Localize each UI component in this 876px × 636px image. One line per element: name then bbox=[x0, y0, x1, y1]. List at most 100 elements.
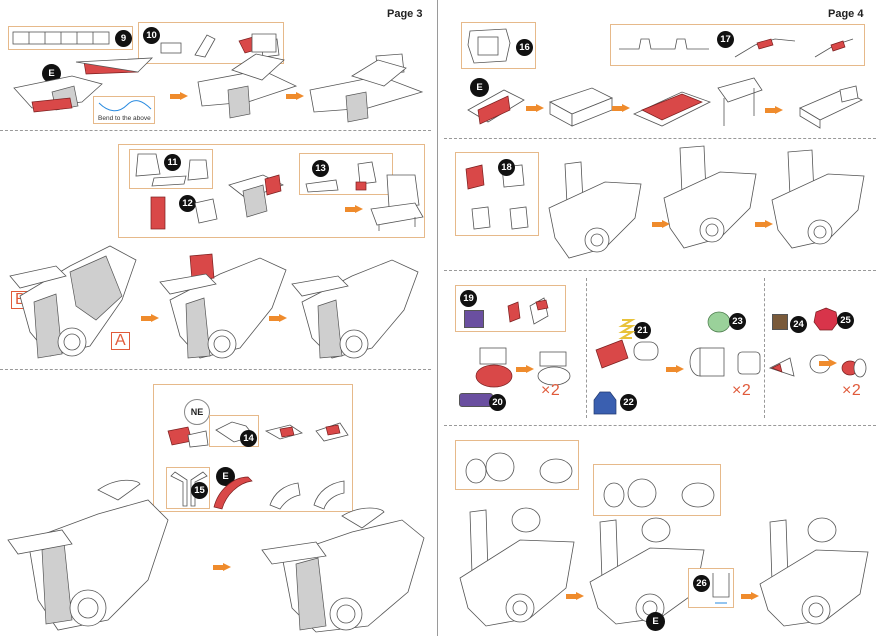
step-arrow bbox=[213, 563, 231, 572]
step-18-number: 18 bbox=[498, 159, 515, 176]
bend-curve-illustration bbox=[98, 100, 152, 112]
seat-part-illustration bbox=[135, 153, 209, 187]
quantity-multiplier: ×2 bbox=[732, 382, 752, 399]
step-9-box: 9 bbox=[8, 26, 133, 50]
yellow-spring-illustration bbox=[618, 319, 636, 339]
step-arrow bbox=[269, 314, 287, 323]
page-3-label: Page 3 bbox=[387, 8, 423, 20]
step-22-number: 22 bbox=[620, 394, 637, 411]
engine-step-box bbox=[593, 464, 721, 516]
section-separator bbox=[444, 425, 876, 426]
seat-part-illustration bbox=[305, 161, 377, 193]
red-part-illustration bbox=[150, 196, 218, 230]
step-arrow bbox=[286, 92, 304, 101]
vehicle-body-illustration bbox=[771, 149, 865, 249]
body-part-illustration bbox=[13, 57, 154, 113]
part-assembly-illustration bbox=[264, 422, 349, 442]
step-15-box: 15 bbox=[166, 467, 210, 509]
column-separator bbox=[586, 278, 587, 418]
step-arrow bbox=[765, 106, 783, 115]
part-a-label: A bbox=[111, 332, 130, 350]
engine-assembly-illustration bbox=[465, 452, 573, 484]
section-separator bbox=[0, 130, 431, 131]
column-separator bbox=[764, 278, 765, 418]
red-part-illustration bbox=[595, 339, 659, 369]
step-arrow bbox=[526, 104, 544, 113]
section-separator bbox=[444, 270, 876, 271]
seat-assembly-illustration bbox=[228, 174, 284, 218]
purple-part-swatch bbox=[459, 393, 493, 407]
assembly-stage-illustration bbox=[197, 33, 298, 119]
step-26-box: 26 bbox=[688, 568, 734, 608]
step-17-box: 17 bbox=[610, 24, 865, 66]
rail-part-illustration bbox=[619, 38, 709, 50]
engine-step-box bbox=[455, 440, 579, 490]
step-11-13-box: 11 12 13 bbox=[118, 144, 425, 238]
step-19-number: 19 bbox=[460, 290, 477, 307]
red-round-part-illustration bbox=[813, 307, 839, 331]
engine-assembly-illustration bbox=[603, 478, 715, 508]
wheel-part-illustration bbox=[475, 347, 513, 388]
step-9-number: 9 bbox=[115, 30, 132, 47]
fender-illustration bbox=[213, 476, 345, 510]
e-marker: E bbox=[646, 612, 665, 631]
step-12-number: 12 bbox=[179, 195, 196, 212]
section-separator bbox=[0, 369, 431, 370]
vehicle-body-illustration bbox=[663, 145, 757, 249]
step-23-number: 23 bbox=[729, 313, 746, 330]
flat-part-illustration bbox=[467, 28, 511, 64]
ne-marker: NE bbox=[184, 399, 210, 425]
part-stage-illustration bbox=[549, 87, 613, 127]
red-part-illustration bbox=[633, 91, 712, 127]
part-assembly-illustration bbox=[507, 297, 549, 325]
vehicle-body-illustration bbox=[459, 507, 575, 627]
tray-illustration bbox=[799, 85, 863, 129]
step-17-number: 17 bbox=[717, 31, 734, 48]
purple-part-swatch bbox=[464, 310, 484, 328]
finished-seat-illustration bbox=[370, 174, 424, 231]
page-4-label: Page 4 bbox=[828, 8, 864, 20]
e-marker: E bbox=[216, 467, 235, 486]
section-separator bbox=[444, 138, 876, 139]
bend-note-text: Bend to the above bbox=[98, 115, 151, 122]
step-13-number: 13 bbox=[312, 160, 329, 177]
step-arrow bbox=[141, 314, 159, 323]
quantity-multiplier: ×2 bbox=[541, 382, 561, 399]
e-marker: E bbox=[470, 78, 489, 97]
step-13-box: 13 bbox=[299, 153, 393, 195]
vehicle-body-illustration bbox=[291, 259, 419, 359]
step-11-number: 11 bbox=[164, 154, 181, 171]
step-arrow bbox=[170, 92, 188, 101]
blue-part-illustration bbox=[593, 391, 617, 415]
vehicle-body-illustration bbox=[261, 507, 425, 633]
step-14-number: 14 bbox=[240, 430, 257, 447]
bend-note-box: Bend to the above bbox=[93, 96, 155, 124]
step-10-number: 10 bbox=[143, 27, 160, 44]
step-20-number: 20 bbox=[489, 394, 506, 411]
red-part-illustration bbox=[167, 426, 209, 448]
vehicle-body-illustration bbox=[759, 517, 869, 627]
step-arrow bbox=[755, 220, 773, 229]
step-arrow bbox=[345, 205, 363, 214]
step-18-box: 18 bbox=[455, 152, 539, 236]
step-19-box: 19 bbox=[455, 285, 566, 332]
step-26-number: 26 bbox=[693, 575, 710, 592]
bracket-part-illustration bbox=[712, 573, 730, 604]
wheel-part-illustration bbox=[537, 351, 571, 386]
assembly-stage-illustration bbox=[309, 53, 424, 123]
step-16-number: 16 bbox=[516, 39, 533, 56]
quantity-multiplier: ×2 bbox=[842, 382, 862, 399]
red-part-illustration bbox=[467, 89, 525, 125]
vehicle-body-illustration bbox=[548, 161, 642, 259]
step-11-box: 11 bbox=[129, 149, 213, 189]
step-14-box: 14 bbox=[209, 415, 259, 447]
step-16-box: 16 bbox=[461, 22, 536, 69]
red-part-illustration bbox=[465, 164, 529, 230]
step-25-number: 25 bbox=[837, 312, 854, 329]
cylinder-part-illustration bbox=[689, 347, 725, 377]
brown-part-swatch bbox=[772, 314, 788, 330]
rail-assembly-illustration bbox=[734, 38, 854, 58]
step-arrow bbox=[819, 359, 837, 368]
cylinder-part-illustration bbox=[737, 351, 761, 375]
flat-part-illustration bbox=[12, 31, 110, 45]
